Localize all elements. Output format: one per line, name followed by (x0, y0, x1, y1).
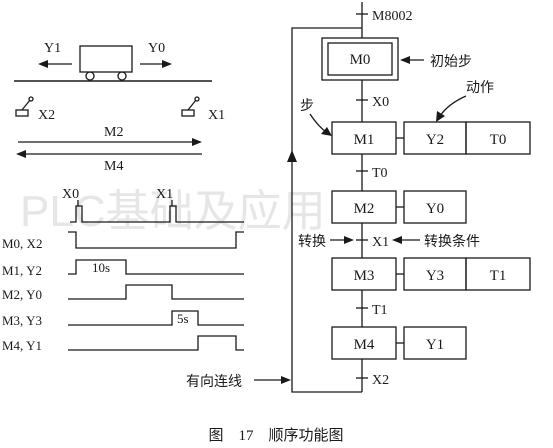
sfc-step-m3-label: M3 (354, 268, 375, 284)
sfc-condition-arrowhead-icon (392, 236, 402, 244)
sfc-action-m4-a-label: Y1 (426, 337, 444, 353)
sfc-action-m3-a-label: Y3 (426, 268, 444, 284)
sfc-initial-step-inner (327, 42, 393, 76)
sfc-action-box (465, 121, 531, 155)
sfc-directed-line-arrowhead-icon (281, 376, 291, 384)
route-m4-label: M4 (104, 159, 123, 174)
timing-row-label: M4, Y1 (2, 338, 42, 353)
timing-row-label: M0, X2 (2, 236, 42, 251)
cart-left-arrowhead-icon (38, 60, 48, 68)
timing-trace-pulses (70, 205, 244, 223)
timing-row-label: M2, Y0 (2, 287, 42, 302)
timing-timer-5s-label: 5s (177, 311, 189, 326)
sfc-step-m1-label: M1 (354, 132, 375, 148)
cart-right-arrowhead-icon (162, 60, 172, 68)
sfc-transition-label: X2 (372, 373, 389, 388)
limit-switch-left-icon (15, 96, 34, 117)
route-m4-arrowhead-icon (16, 150, 26, 158)
timing-timer-10s-label: 10s (92, 260, 110, 275)
limit-switch-right-icon (181, 96, 200, 117)
sfc-action-arrowhead-icon (436, 111, 445, 122)
sfc-return-link (291, 27, 362, 393)
timing-trace-m1 (68, 259, 244, 275)
timing-trace-m3 (68, 310, 244, 326)
sfc-step-m4-label: M4 (354, 337, 375, 353)
watermark: PLC基础及应用 (20, 187, 326, 236)
sfc-initial-step-annotation: 初始步 (430, 53, 472, 70)
sfc-return-arrowhead-icon (287, 150, 297, 162)
sfc-condition-annotation: 转换条件 (424, 233, 480, 250)
sfc-transition-m8002-label: M8002 (372, 9, 412, 24)
cart-sketch: Y1 Y0 X2 X1 M2 M4 (14, 41, 225, 174)
sfc-transition-label: X0 (372, 95, 389, 110)
route-m2-label: M2 (104, 125, 123, 140)
timing-row-label: M1, Y2 (2, 263, 42, 278)
sfc-action-pointer (439, 95, 467, 117)
sfc-transition-label: T0 (372, 166, 388, 181)
timing-row-label: M3, Y3 (2, 313, 42, 328)
sfc-action-annotation: 动作 (466, 80, 494, 96)
sfc-directed-line-annotation: 有向连线 (186, 374, 242, 390)
figure-caption: 图 17 顺序功能图 (208, 427, 343, 444)
cart-body (79, 45, 133, 73)
cart-left-direction-label: Y1 (44, 41, 61, 56)
sfc-action-m1-b-label: T0 (490, 132, 507, 148)
sfc-step-m2-label: M2 (354, 201, 375, 217)
sfc-initial-step-arrowhead-icon (400, 56, 410, 64)
timing-pulse-x1-label: X1 (156, 187, 173, 202)
sfc-action-m3-b-label: T1 (490, 268, 507, 284)
timing-trace-m0 (68, 231, 244, 249)
sfc-action-m1-a-label: Y2 (426, 132, 444, 148)
sfc-step-m0-label: M0 (350, 52, 371, 68)
sfc-step-annotation: 步 (300, 98, 314, 114)
timing-trace-m2 (68, 284, 244, 300)
limit-switch-left-label: X2 (38, 108, 55, 123)
sfc-action-box (465, 257, 531, 291)
sfc-action-box (403, 326, 467, 360)
sfc-chart: M8002 M0 初始步 X0 步 动作 M1 Y2 T0 T0 (186, 2, 531, 393)
sfc-initial-step-outer (321, 37, 399, 81)
sfc-transition-label: X1 (372, 235, 389, 250)
sfc-transition-arrowhead-icon (344, 236, 354, 244)
sfc-step-pointer (309, 113, 327, 133)
sfc-step-arrowhead-icon (321, 127, 332, 136)
cart-wheel-right-icon (117, 71, 127, 81)
timing-pulse-x0-label: X0 (62, 187, 79, 202)
cart-wheel-left-icon (85, 71, 95, 81)
limit-switch-right-label: X1 (208, 108, 225, 123)
sfc-transition-label: T1 (372, 303, 388, 318)
timing-trace-m4 (68, 335, 244, 351)
sfc-action-m2-a-label: Y0 (426, 201, 444, 217)
sfc-transition-annotation: 转换 (298, 233, 326, 250)
timing-diagram: X0 X1 M0, X2 M1, Y2 M2, Y0 M3, Y3 M4, Y1… (2, 187, 244, 353)
sfc-action-box (403, 190, 467, 224)
cart-right-direction-label: Y0 (148, 41, 165, 56)
route-m2-arrowhead-icon (192, 138, 202, 146)
